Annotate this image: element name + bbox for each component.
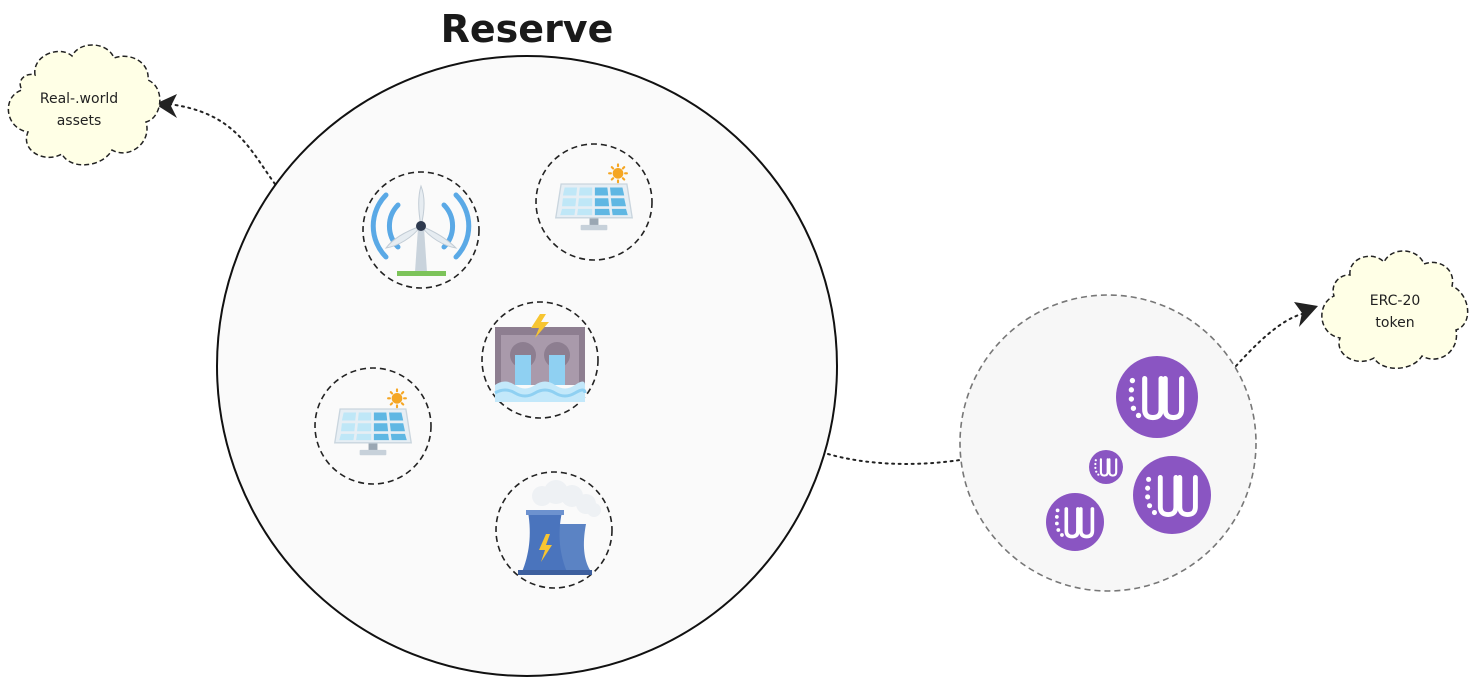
- token-icon-medium: [1046, 493, 1104, 551]
- connector-reserve-to-tokens: [827, 453, 961, 465]
- arrowhead-erc20-icon: [1294, 302, 1318, 327]
- token-icon-large-bottom: [1133, 456, 1211, 534]
- cloud-assets-line2: assets: [57, 113, 102, 129]
- cloud-erc20-line1: ERC-20: [1370, 293, 1421, 309]
- cloud-assets-line1: Real-.world: [40, 91, 118, 107]
- connector-reserve-to-assets: [167, 103, 276, 185]
- arrowhead-assets-icon: [155, 94, 177, 118]
- asset-solar-panel-1: [535, 143, 653, 261]
- asset-hydro-dam: [481, 301, 599, 419]
- connector-tokens-to-erc20: [1235, 313, 1303, 367]
- token-pool-circle: [959, 294, 1257, 592]
- power-plant-icon: [518, 480, 601, 575]
- token-icon-large-top: [1116, 356, 1198, 438]
- cloud-erc20-line2: token: [1375, 315, 1414, 331]
- asset-solar-panel-2: [314, 367, 432, 485]
- token-icon-small: [1089, 450, 1123, 484]
- wind-turbine-icon: [370, 184, 472, 276]
- hydro-dam-icon: [494, 314, 587, 402]
- cloud-real-world-assets: Real-.world assets: [7, 44, 161, 166]
- asset-nuclear-plant: [495, 471, 613, 589]
- reserve-title: Reserve: [441, 7, 614, 51]
- cloud-erc20-token: ERC-20 token: [1321, 250, 1469, 369]
- asset-wind-turbine: [362, 171, 480, 289]
